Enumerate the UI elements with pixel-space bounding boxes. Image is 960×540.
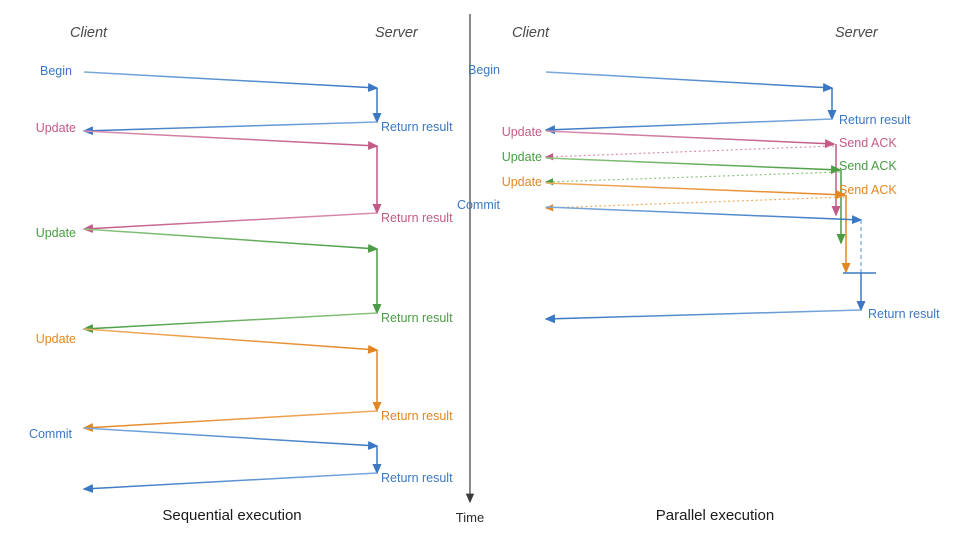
parallel-commit-request xyxy=(545,206,863,225)
parallel-update2-ack xyxy=(544,171,841,186)
parallel-begin-request xyxy=(545,71,834,92)
sequential-update3-return-label: Return result xyxy=(381,409,453,423)
client-header-parallel: Client xyxy=(512,25,550,41)
time-axis-label: Time xyxy=(456,510,484,525)
sequential-update2-request xyxy=(83,228,379,253)
sequential-update3-request xyxy=(83,328,379,354)
sequential-update3-return xyxy=(82,410,378,432)
sequential-commit-return-label: Return result xyxy=(381,471,453,485)
sequential-commit-return xyxy=(82,472,378,494)
sequential-begin-request xyxy=(83,71,379,93)
parallel-commit-request-label: Commit xyxy=(457,198,501,212)
time-axis: Time xyxy=(456,14,484,525)
parallel-update1-request xyxy=(545,130,836,149)
server-header-sequential: Server xyxy=(375,25,419,41)
parallel-update2-request xyxy=(545,157,842,175)
parallel-update1-request-label: Update xyxy=(502,125,542,139)
parallel-commit-return xyxy=(544,309,862,324)
sequential-update1-return xyxy=(82,212,378,234)
parallel-update1-ack xyxy=(544,145,835,161)
sequential-update2-request-label: Update xyxy=(36,226,76,240)
parallel-begin-return-label: Return result xyxy=(839,113,911,127)
parallel-update2-request-label: Update xyxy=(502,150,542,164)
parallel-update3-ack-label: Send ACK xyxy=(839,183,897,197)
parallel-update3-request-label: Update xyxy=(502,175,542,189)
parallel-commit-return-label: Return result xyxy=(868,307,940,321)
caption-parallel: Parallel execution xyxy=(656,507,774,524)
sequential-commit-request-label: Commit xyxy=(29,427,73,441)
parallel-update3-ack xyxy=(544,196,846,212)
sequential-update1-request xyxy=(83,130,379,151)
sequential-update1-return-label: Return result xyxy=(381,211,453,225)
client-header-sequential: Client xyxy=(70,25,108,41)
parallel-begin-return xyxy=(544,118,833,135)
parallel-update1-ack-label: Send ACK xyxy=(839,136,897,150)
sequential-commit-request xyxy=(83,427,379,450)
sequential-begin-return-label: Return result xyxy=(381,120,453,134)
sequential-update2-return xyxy=(82,312,378,334)
caption-sequential: Sequential execution xyxy=(162,507,301,524)
sequential-begin-request-label: Begin xyxy=(40,64,72,78)
parallel-update3-request xyxy=(545,182,847,200)
sequential-begin-return xyxy=(82,121,378,136)
sequential-update3-request-label: Update xyxy=(36,332,76,346)
sequential-update1-request-label: Update xyxy=(36,121,76,135)
server-header-parallel: Server xyxy=(835,25,879,41)
parallel-update2-ack-label: Send ACK xyxy=(839,159,897,173)
parallel-begin-request-label: Begin xyxy=(468,63,500,77)
sequential-update2-return-label: Return result xyxy=(381,311,453,325)
